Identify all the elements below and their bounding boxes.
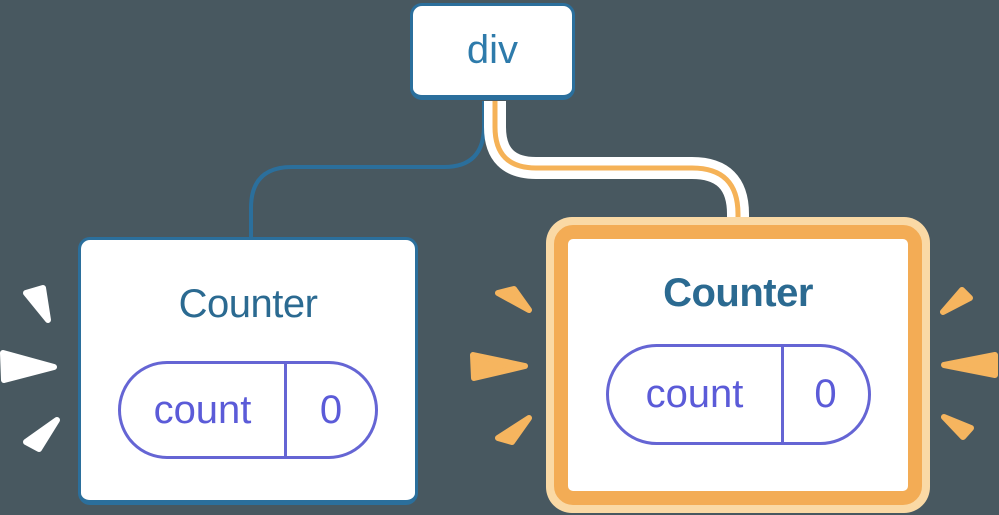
- burst-icon: [941, 352, 998, 378]
- tree-node-div: div: [410, 3, 575, 100]
- highlight-ring: Counter count 0: [554, 225, 922, 505]
- state-value: 0: [814, 372, 837, 416]
- edge-left-counter: [249, 101, 486, 240]
- state-pill: count 0: [605, 344, 871, 445]
- tree-node-counter-left: Counter count 0: [78, 237, 418, 505]
- counter-title: Counter: [178, 282, 318, 326]
- burst-icon: [495, 286, 532, 313]
- highlight-glow: Counter count 0: [546, 217, 930, 513]
- state-pill: count 0: [118, 361, 378, 459]
- tree-node-counter-right: Counter count 0: [568, 239, 908, 491]
- burst-icon: [495, 415, 532, 445]
- state-key: count: [609, 347, 784, 442]
- burst-icon: [940, 287, 973, 315]
- burst-middle-group: [470, 286, 532, 445]
- edge-right-counter: [492, 101, 741, 219]
- burst-icon: [470, 352, 528, 381]
- burst-icon: [0, 350, 57, 383]
- counter-title: Counter: [663, 271, 813, 315]
- burst-icon: [23, 417, 60, 452]
- state-value: 0: [319, 387, 343, 432]
- burst-left-group: [0, 285, 60, 452]
- burst-right-group: [940, 287, 998, 440]
- state-key: count: [121, 364, 287, 456]
- burst-icon: [941, 414, 974, 440]
- burst-icon: [23, 285, 51, 323]
- edge-right-counter-halo: [484, 101, 749, 219]
- node-label: div: [466, 28, 519, 72]
